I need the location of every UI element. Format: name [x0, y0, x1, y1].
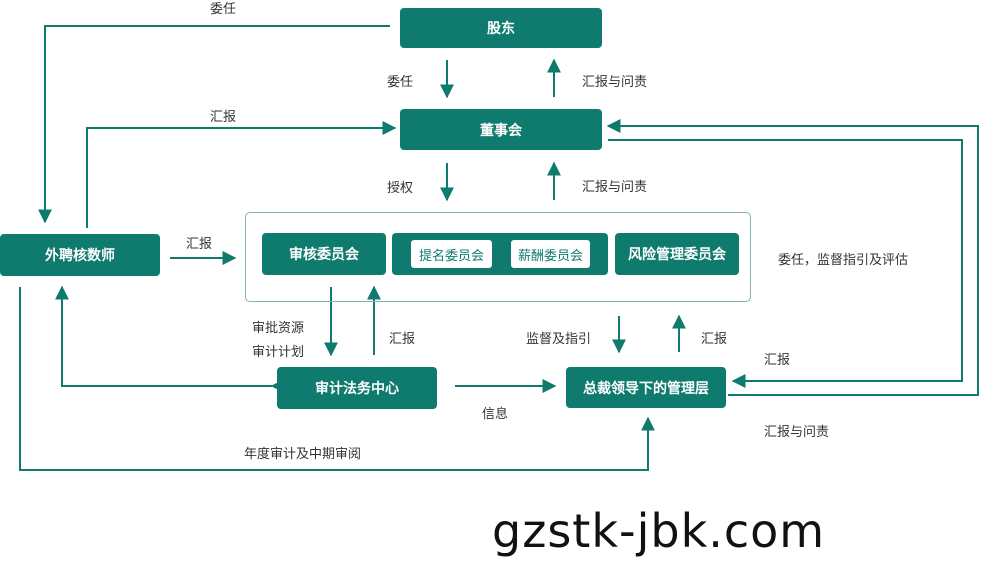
- label-report-mgmt-board: 汇报: [764, 353, 791, 368]
- node-remuneration-committee[interactable]: 薪酬委员会: [511, 240, 590, 268]
- label-appoint-supervise: 委任，监督指引及评估: [778, 253, 909, 268]
- label-supervise-guide: 监督及指引: [526, 332, 592, 347]
- node-risk-committee[interactable]: 风险管理委员会: [615, 233, 739, 275]
- label-appoint-top: 委任: [210, 2, 237, 17]
- node-management[interactable]: 总裁领导下的管理层: [566, 367, 726, 408]
- watermark: gzstk-jbk.com: [492, 504, 826, 558]
- node-audit-committee[interactable]: 审核委员会: [262, 233, 386, 275]
- label-info: 信息: [482, 407, 509, 422]
- label-annual-audit: 年度审计及中期审阅: [244, 447, 362, 462]
- arrow-annual-audit: [19, 287, 655, 471]
- label-report-auditor-committee: 汇报: [186, 237, 213, 252]
- arrow-auditor-board: [86, 121, 397, 228]
- label-report-mgmt: 汇报: [701, 332, 728, 347]
- label-report-auditor-board: 汇报: [210, 110, 237, 125]
- label-approve-resources: 审批资源: [252, 321, 305, 336]
- node-external-auditor[interactable]: 外聘核数师: [0, 234, 160, 276]
- label-report-center: 汇报: [389, 332, 416, 347]
- label-report-accountable-2: 汇报与问责: [582, 180, 648, 195]
- node-nomination-committee[interactable]: 提名委员会: [411, 240, 492, 268]
- node-audit-legal-center[interactable]: 审计法务中心: [277, 367, 437, 409]
- label-authorize: 授权: [387, 181, 414, 196]
- arrow-mgmt-board: [606, 119, 979, 396]
- label-report-accountable-1: 汇报与问责: [582, 75, 648, 90]
- label-audit-plan: 审计计划: [252, 345, 305, 360]
- node-board[interactable]: 董事会: [400, 109, 602, 150]
- committees-container: [245, 212, 751, 302]
- node-shareholders[interactable]: 股东: [400, 8, 602, 48]
- arrow-appoint-auditor: [38, 25, 390, 224]
- label-appoint-board: 委任: [387, 75, 414, 90]
- arrow-center-auditor: [55, 285, 285, 393]
- arrow-board-mgmt: [608, 139, 963, 388]
- label-report-accountable-3: 汇报与问责: [764, 425, 830, 440]
